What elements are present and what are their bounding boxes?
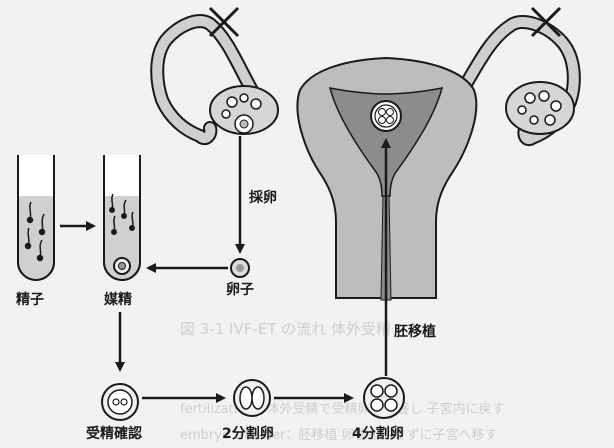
label-two-cell-embryo: 2分割卵 <box>222 426 274 442</box>
label-embryo-transfer: 胚移植 <box>394 324 436 340</box>
label-fertilization-check: 受精確認 <box>86 426 142 442</box>
label-insemination: 媒精 <box>104 292 132 308</box>
fertilized-egg <box>102 384 138 420</box>
label-egg: 卵子 <box>226 282 254 298</box>
four-cell-embryo <box>364 378 404 418</box>
egg-cell <box>231 259 249 277</box>
label-sperm: 精子 <box>16 292 44 308</box>
implanted-embryo <box>371 101 401 131</box>
label-four-cell-embryo: 4分割卵 <box>352 426 404 442</box>
right-ovary <box>506 82 574 134</box>
sperm-test-tube <box>18 155 54 280</box>
label-egg-retrieval: 採卵 <box>249 190 277 206</box>
left-ovary <box>210 86 278 134</box>
two-cell-embryo <box>234 380 270 416</box>
insemination-test-tube <box>104 155 140 280</box>
